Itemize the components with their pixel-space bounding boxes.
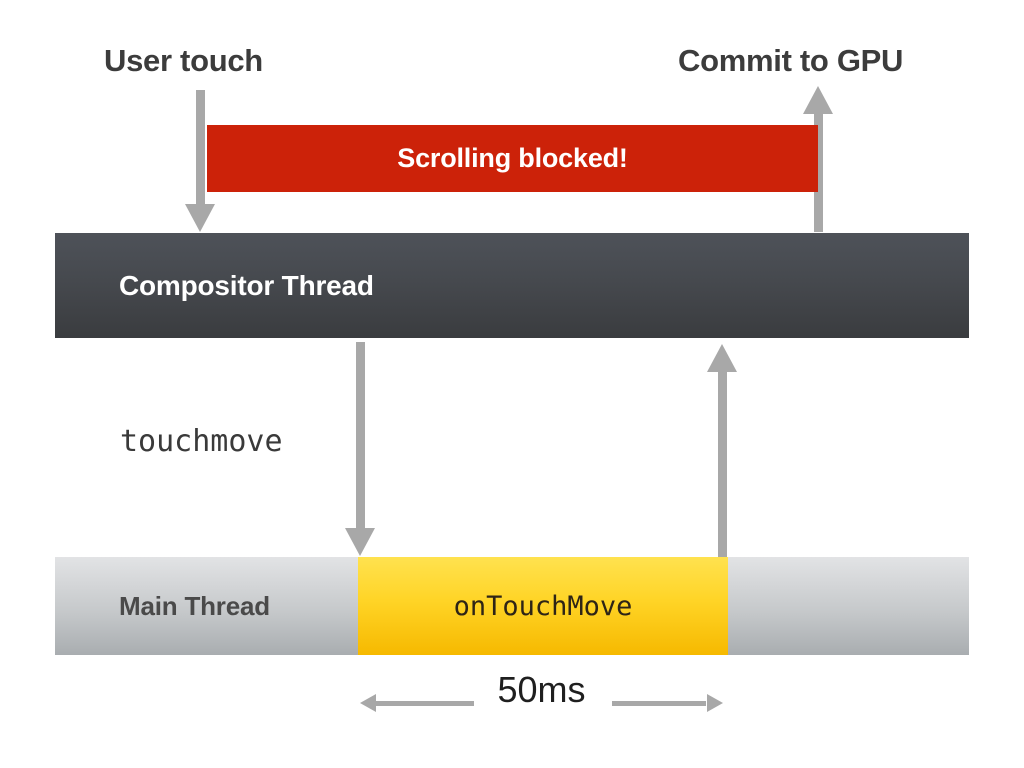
arrow-shaft — [718, 370, 727, 557]
block-on-touch-move-label: onTouchMove — [453, 590, 633, 622]
arrow-head-up-icon — [707, 344, 737, 372]
arrow-head-up-icon — [803, 86, 833, 114]
label-user-touch: User touch — [104, 43, 263, 78]
label-commit-to-gpu: Commit to GPU — [678, 43, 904, 78]
arrow-shaft — [196, 90, 205, 210]
label-touchmove-event: touchmove — [120, 424, 283, 459]
arrow-head-down-icon — [185, 204, 215, 232]
measure-line-left — [374, 701, 474, 706]
bar-compositor-thread-label: Compositor Thread — [119, 269, 374, 301]
arrow-head-down-icon — [345, 528, 375, 556]
arrow-shaft — [356, 342, 365, 530]
measure-line-right — [612, 701, 706, 706]
measure-duration: 50ms — [360, 672, 723, 734]
bar-scrolling-blocked-label: Scrolling blocked! — [397, 143, 628, 173]
arrow-head-left-icon — [360, 694, 376, 712]
arrow-shaft — [814, 112, 823, 232]
bar-main-thread-label: Main Thread — [119, 590, 270, 621]
measure-duration-label: 50ms — [497, 669, 586, 710]
bar-main-thread: Main Thread onTouchMove — [55, 557, 969, 655]
bar-compositor-thread: Compositor Thread — [55, 233, 969, 338]
bar-scrolling-blocked: Scrolling blocked! — [207, 125, 818, 192]
block-on-touch-move: onTouchMove — [358, 557, 728, 655]
arrow-head-right-icon — [707, 694, 723, 712]
